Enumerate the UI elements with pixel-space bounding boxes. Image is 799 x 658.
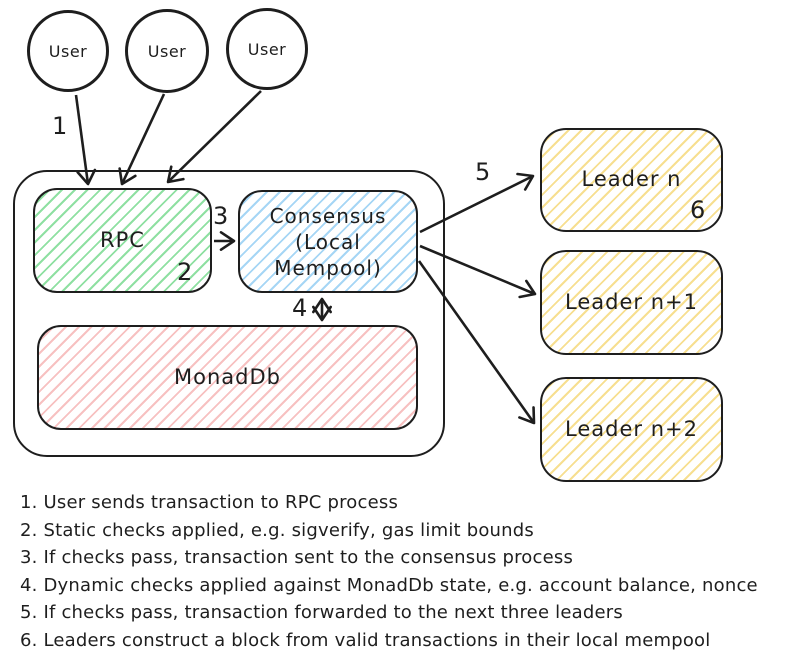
node-monaddb: MonadDb bbox=[37, 325, 418, 430]
step-marker-6: 6 bbox=[690, 196, 706, 224]
node-consensus-label-line1: Consensus bbox=[269, 203, 387, 228]
arrow-user3-to-rpc bbox=[166, 90, 262, 184]
node-leader-n2-label: Leader n+2 bbox=[565, 416, 698, 441]
step-item-4: 4. Dynamic checks applied against MonadD… bbox=[20, 574, 758, 596]
node-leader-n1-label: Leader n+1 bbox=[565, 289, 698, 314]
node-leader-n-label: Leader n bbox=[581, 167, 682, 192]
node-consensus-label-line2: (Local Mempool) bbox=[274, 229, 382, 280]
node-consensus: Consensus (Local Mempool) bbox=[238, 190, 418, 293]
step-marker-4: 4 bbox=[292, 294, 308, 322]
node-user-3-label: User bbox=[247, 39, 287, 59]
step-item-1: 1. User sends transaction to RPC process bbox=[20, 492, 399, 513]
node-user-3: User bbox=[226, 8, 308, 90]
node-user-1: User bbox=[27, 10, 109, 92]
arrow-consensus-to-leader-n1 bbox=[419, 244, 537, 299]
node-leader-n1: Leader n+1 bbox=[540, 250, 723, 355]
step-item-5: 5. If checks pass, transaction forwarded… bbox=[20, 602, 623, 623]
node-user-1-label: User bbox=[48, 41, 88, 61]
node-user-2-label: User bbox=[147, 41, 187, 61]
step-marker-2: 2 bbox=[177, 258, 193, 286]
step-item-6: 6. Leaders construct a block from valid … bbox=[20, 629, 711, 651]
arrow-consensus-to-leader-n2 bbox=[417, 260, 536, 425]
step-marker-3: 3 bbox=[213, 202, 229, 230]
step-marker-5: 5 bbox=[475, 158, 491, 186]
step-item-3: 3. If checks pass, transaction sent to t… bbox=[20, 547, 574, 568]
node-leader-n2: Leader n+2 bbox=[540, 377, 723, 482]
step-item-2: 2. Static checks applied, e.g. sigverify… bbox=[20, 519, 534, 541]
arrow-user2-to-rpc bbox=[118, 93, 166, 186]
arrow-user1-to-rpc bbox=[74, 94, 97, 186]
node-rpc-label: RPC bbox=[100, 227, 145, 252]
step-marker-1: 1 bbox=[52, 112, 68, 140]
node-validator-container bbox=[13, 170, 445, 457]
node-consensus-label: Consensus (Local Mempool) bbox=[240, 203, 416, 281]
node-monaddb-label: MonadDb bbox=[174, 364, 281, 389]
node-user-2: User bbox=[125, 9, 209, 93]
node-leader-n: Leader n bbox=[540, 128, 723, 232]
steps-list: 1. User sends transaction to RPC process… bbox=[20, 489, 795, 654]
arrow-consensus-to-leader-n bbox=[419, 172, 535, 234]
node-rpc: RPC bbox=[33, 188, 212, 293]
